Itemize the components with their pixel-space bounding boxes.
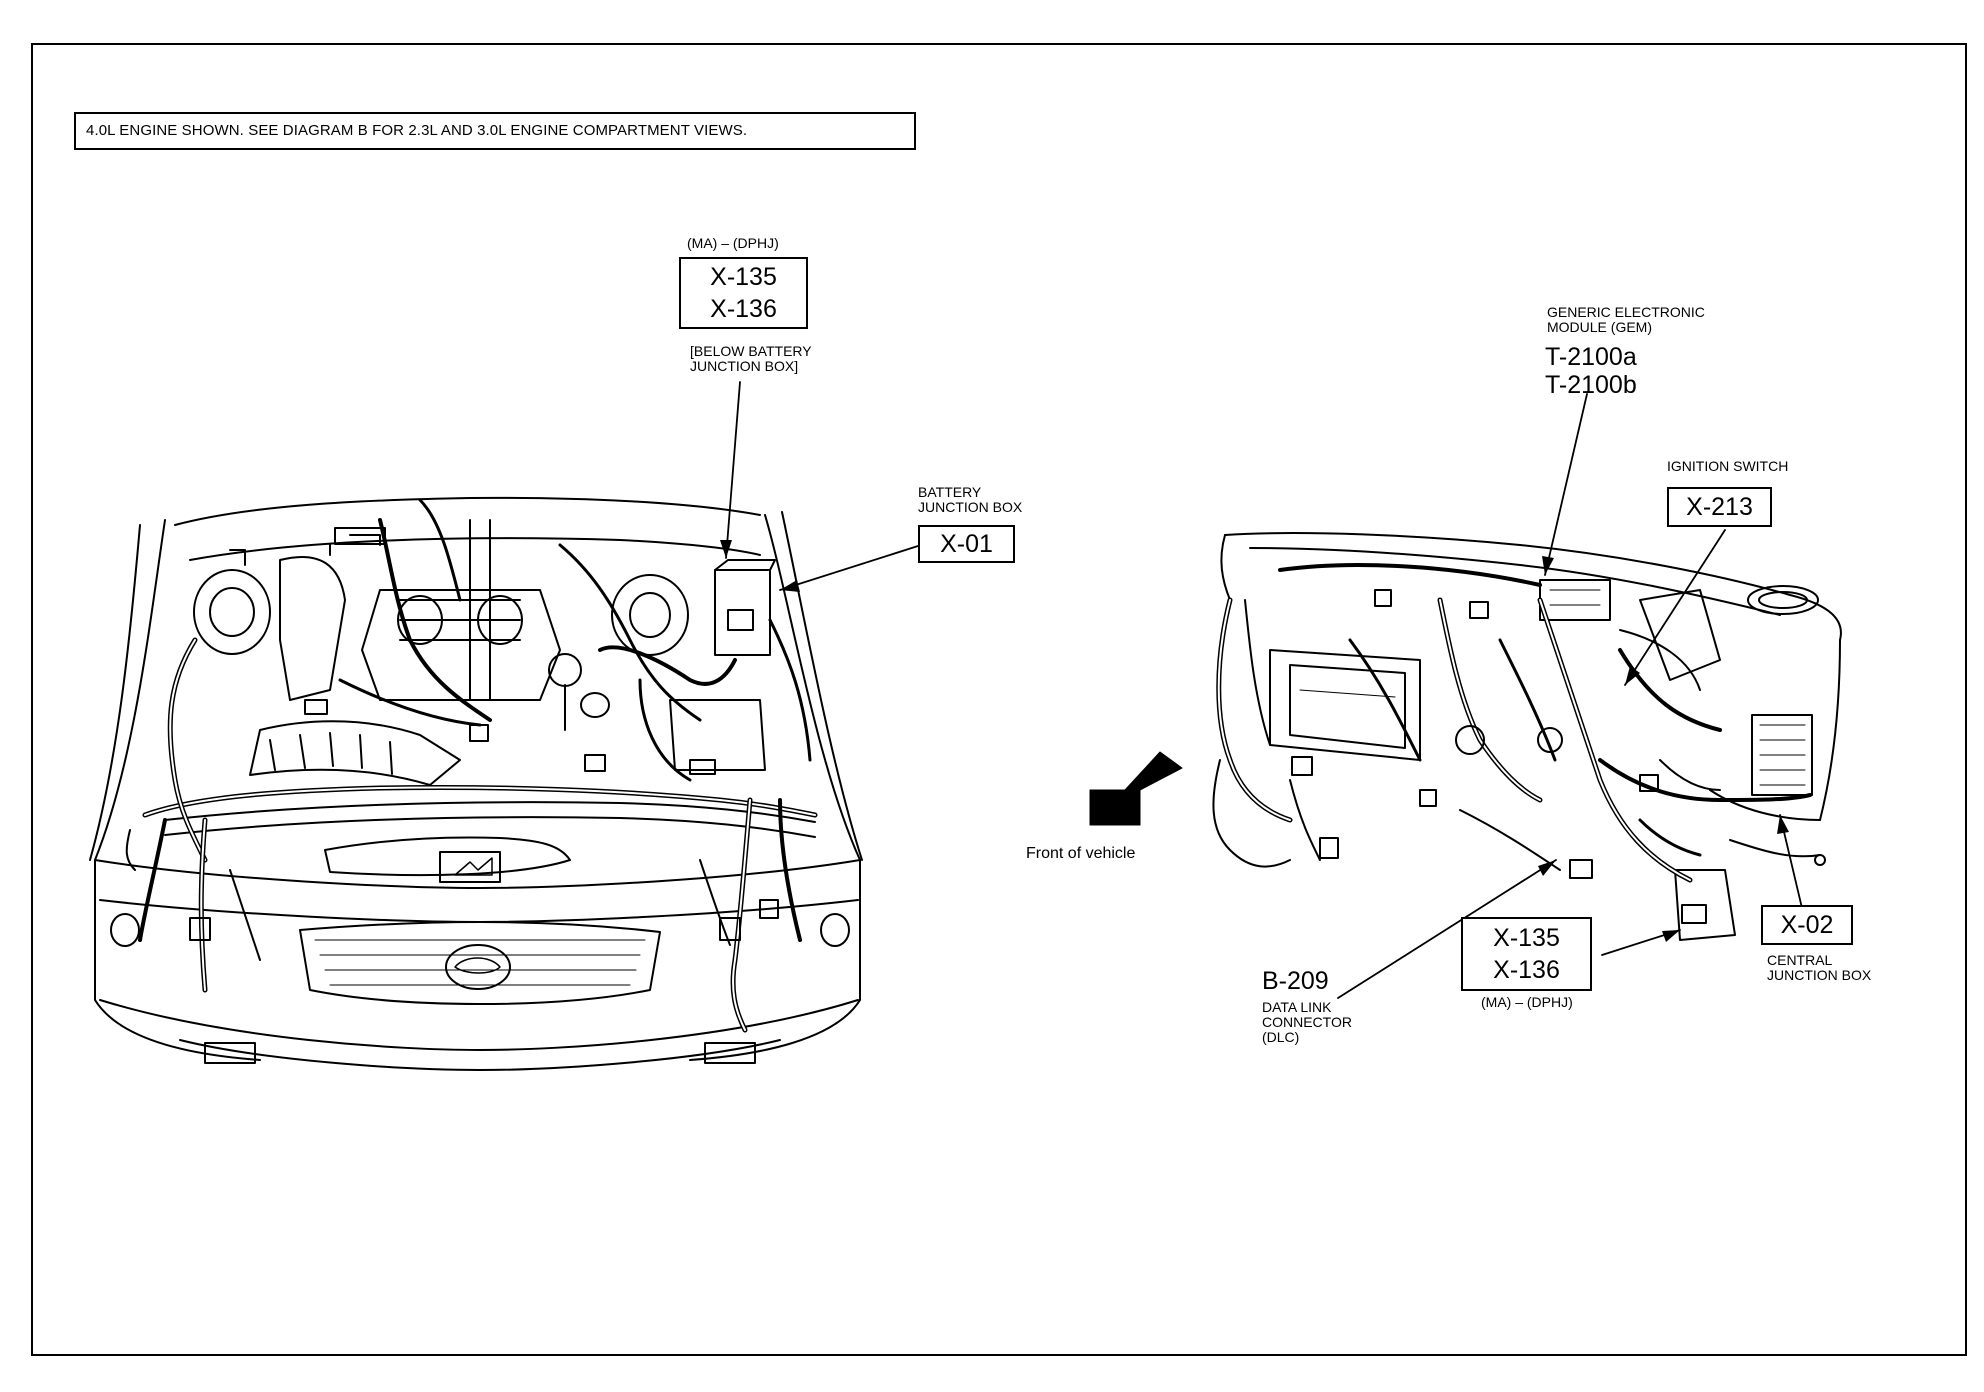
dlc-label-1: DATA LINK — [1262, 999, 1332, 1015]
engine-note: 4.0L ENGINE SHOWN. SEE DIAGRAM B FOR 2.3… — [74, 112, 916, 150]
diagram-frame — [31, 43, 1967, 1356]
gem-code-2: T-2100b — [1545, 371, 1637, 399]
callout-arrowheads — [720, 540, 1789, 942]
top-connector-location-1: [BELOW BATTERY — [690, 343, 812, 359]
engine-compartment-illustration — [90, 498, 862, 1070]
bottom-connector-code-1: X-135 — [1493, 924, 1560, 952]
gem-code-1: T-2100a — [1545, 343, 1637, 371]
ignition-switch-label: IGNITION SWITCH — [1667, 458, 1789, 474]
dlc-label-2: CONNECTOR — [1262, 1014, 1352, 1030]
dlc-code: B-209 — [1262, 967, 1329, 995]
front-of-vehicle-arrow — [1090, 752, 1182, 825]
top-connector-code-1: X-135 — [710, 263, 777, 291]
top-connector-location-2: JUNCTION BOX] — [690, 358, 799, 374]
gem-label-2: MODULE (GEM) — [1547, 319, 1652, 335]
central-junction-box-label-1: CENTRAL — [1767, 952, 1833, 968]
central-junction-box-code-box: X-02 — [1761, 905, 1853, 945]
dlc-label-3: (DLC) — [1262, 1029, 1300, 1045]
callout-leaders — [726, 382, 1806, 998]
top-connector-qualifier: (MA) – (DPHJ) — [687, 235, 779, 251]
ignition-switch-code: X-213 — [1686, 493, 1753, 521]
bottom-connector-code-2: X-136 — [1493, 956, 1560, 984]
battery-junction-box-code: X-01 — [918, 525, 1015, 563]
front-of-vehicle-label: Front of vehicle — [1026, 845, 1136, 862]
instrument-panel-illustration — [1213, 533, 1840, 940]
battery-junction-box-code-text: X-01 — [940, 530, 993, 558]
top-connector-code-2: X-136 — [710, 295, 777, 323]
gem-label-1: GENERIC ELECTRONIC — [1547, 304, 1705, 320]
bottom-connector-code-box: X-135 X-136 — [1461, 917, 1592, 991]
central-junction-box-label-2: JUNCTION BOX — [1767, 967, 1872, 983]
central-junction-box-code: X-02 — [1780, 911, 1834, 939]
battery-junction-box-label-1: BATTERY — [918, 484, 982, 500]
bottom-connector-qualifier: (MA) – (DPHJ) — [1481, 994, 1573, 1010]
battery-junction-box-label-2: JUNCTION BOX — [918, 499, 1023, 515]
top-connector-code-box: X-135 X-136 — [679, 257, 808, 329]
ignition-switch-code-box: X-213 — [1667, 487, 1772, 527]
